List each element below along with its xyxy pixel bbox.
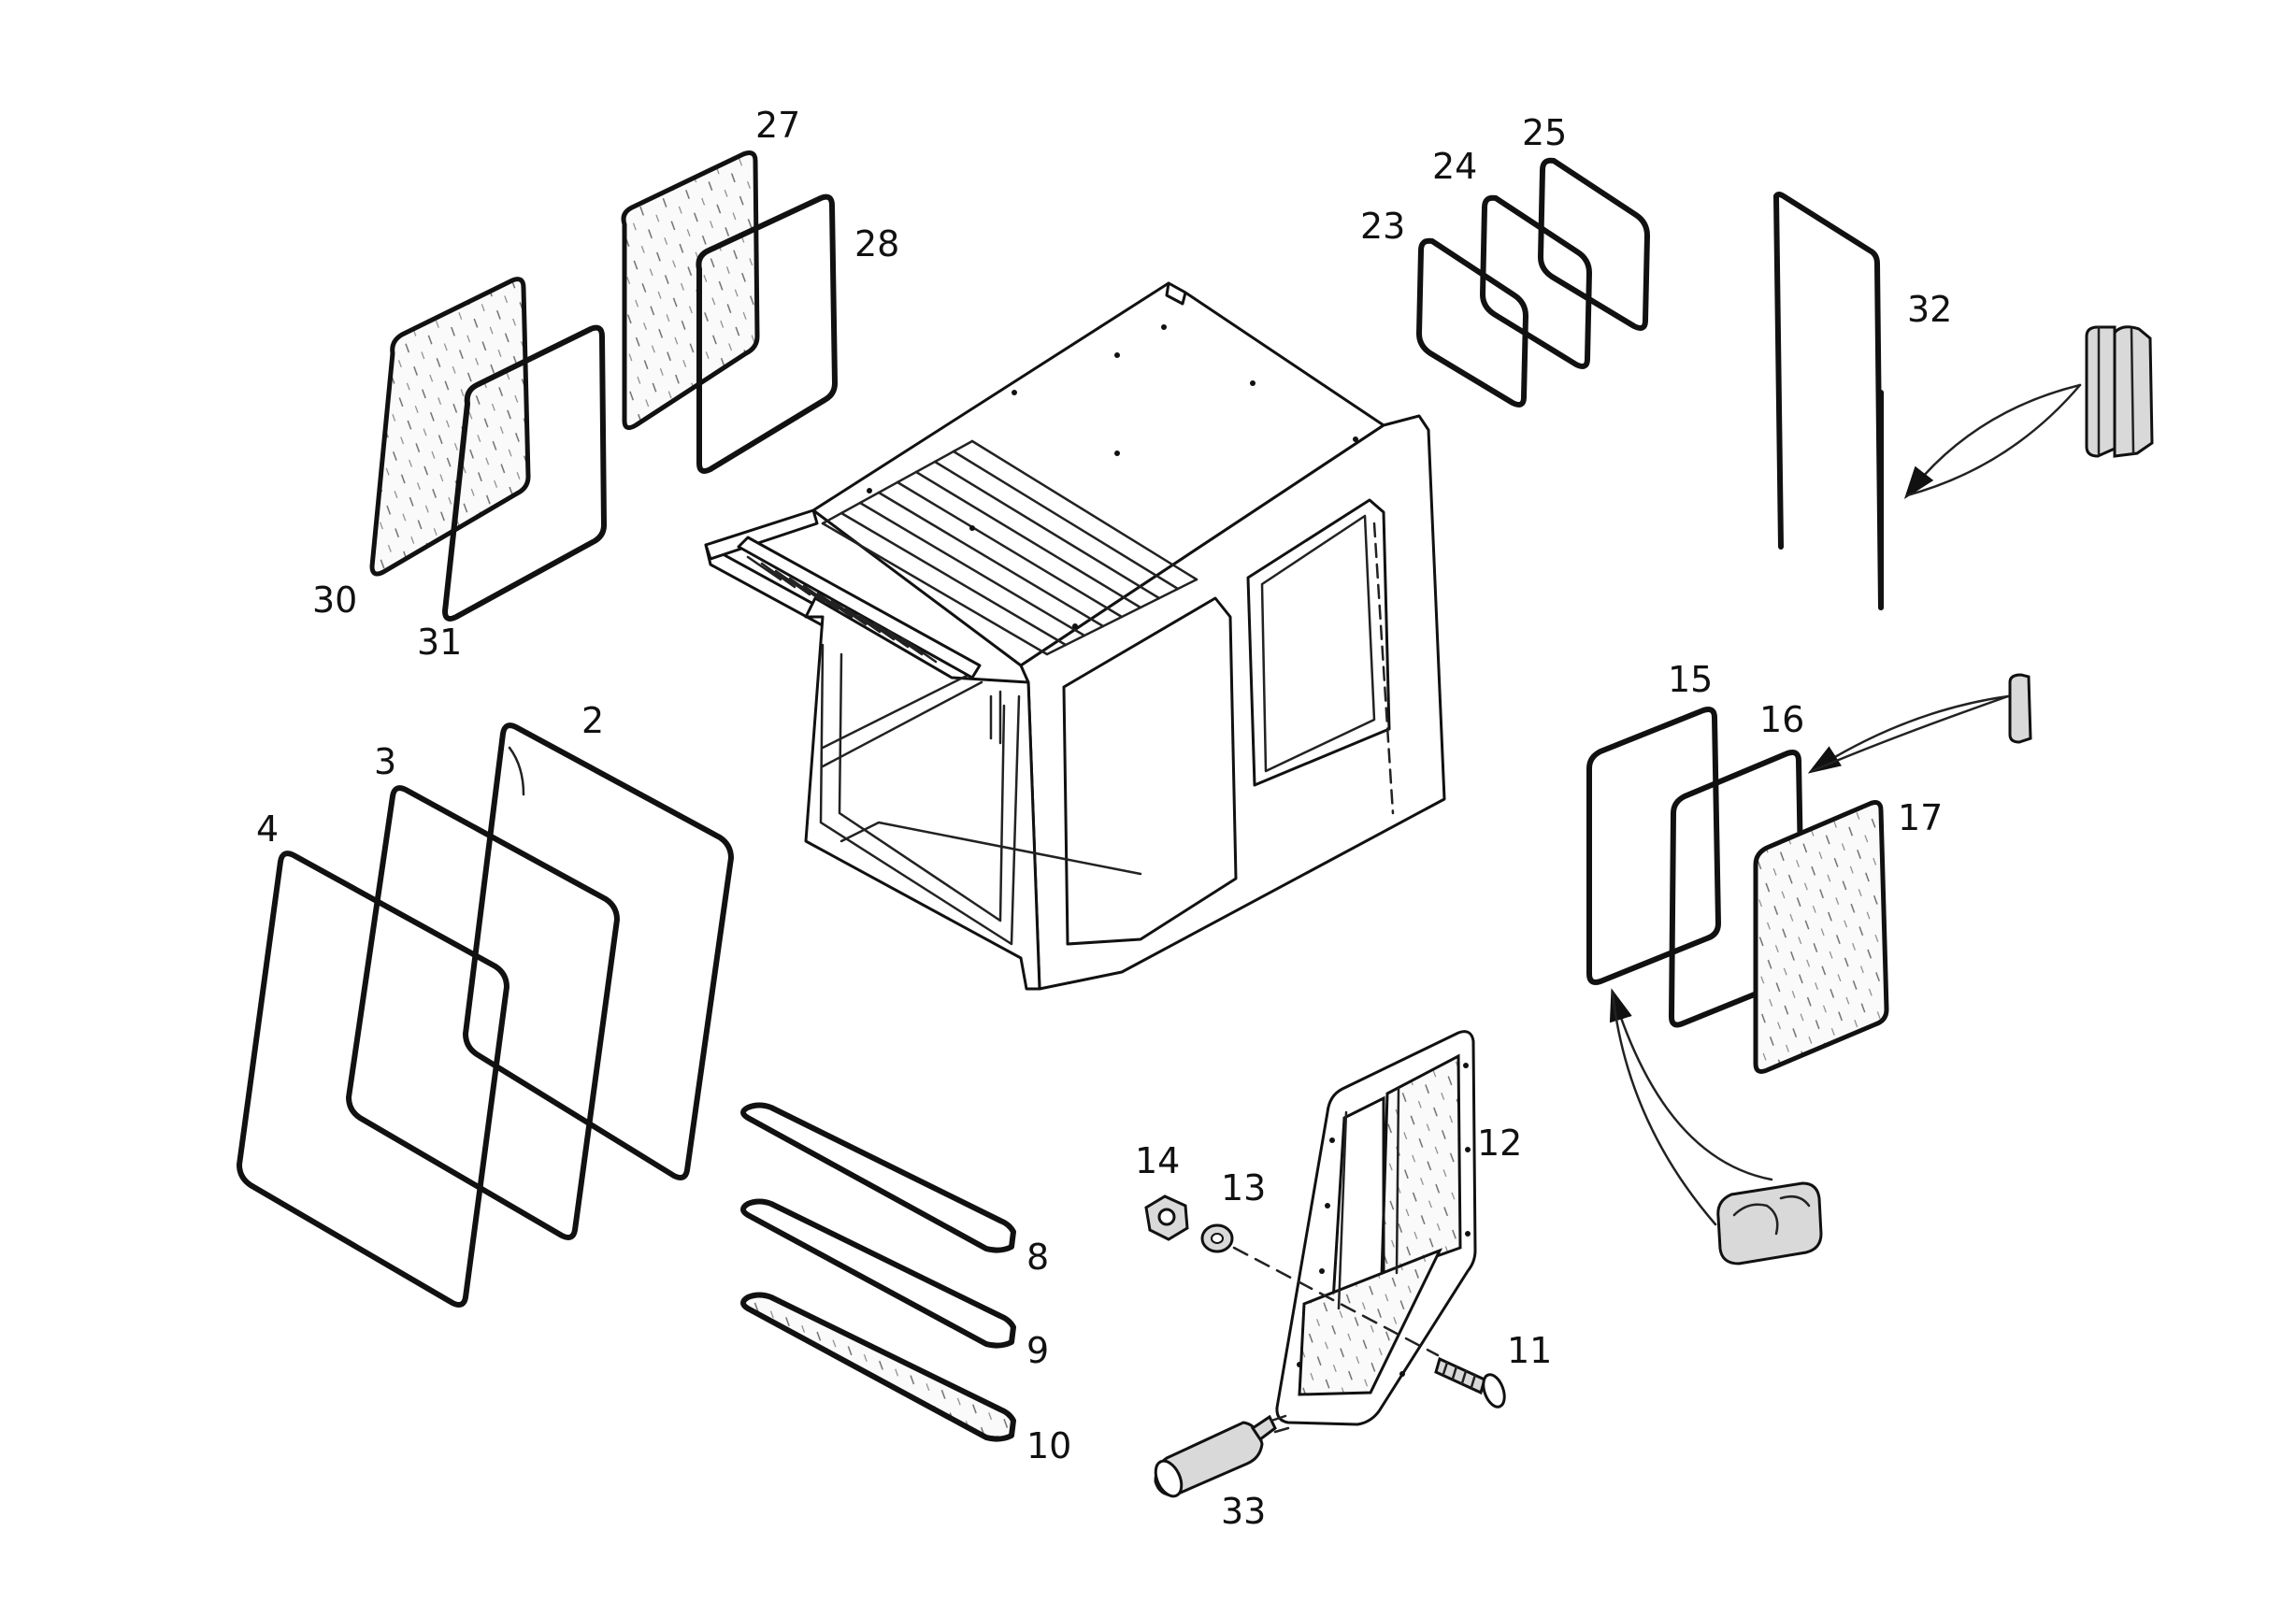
label-27: 27 [755, 105, 800, 146]
label-25: 25 [1522, 112, 1567, 153]
label-13: 13 [1221, 1167, 1266, 1208]
label-23: 23 [1360, 206, 1405, 247]
seal-3 [346, 785, 620, 1240]
strip-10 [740, 1292, 1016, 1442]
assembly-axis-line [1232, 1246, 1440, 1357]
roof-guard [737, 439, 1198, 679]
label-31: 31 [417, 622, 462, 663]
label-16: 16 [1759, 699, 1804, 740]
label-2: 2 [581, 700, 604, 741]
seal-clip-16-detail [1807, 673, 2032, 774]
seal-15 [1586, 707, 1721, 985]
label-17: 17 [1898, 797, 1943, 838]
label-8: 8 [1026, 1237, 1049, 1278]
door-12 [1275, 1030, 1477, 1426]
seal-23 [1416, 237, 1528, 408]
label-3: 3 [374, 741, 396, 782]
bolt-11 [1434, 1356, 1506, 1409]
nut-14 [1144, 1194, 1189, 1241]
label-32: 32 [1907, 289, 1952, 330]
strip-9 [740, 1198, 1016, 1349]
seal-profile-15-detail [1609, 988, 1823, 1266]
washer-13 [1200, 1223, 1234, 1253]
strip-32 [1773, 192, 1884, 610]
profile-detail-32 [1903, 325, 2154, 499]
seal-4 [237, 851, 509, 1308]
label-4: 4 [256, 808, 279, 850]
label-12: 12 [1477, 1123, 1522, 1164]
seal-28 [696, 193, 838, 474]
label-9: 9 [1026, 1330, 1049, 1371]
seal-24 [1480, 194, 1592, 369]
label-33: 33 [1221, 1491, 1266, 1532]
panel-30 [369, 277, 531, 577]
label-30: 30 [312, 579, 357, 621]
screen-2 [463, 722, 734, 1180]
label-15: 15 [1668, 659, 1713, 700]
label-11: 11 [1507, 1330, 1552, 1371]
sealant-tube-33 [1154, 1414, 1290, 1498]
panel-17 [1753, 800, 1889, 1074]
cab-body [704, 281, 1446, 991]
label-28: 28 [854, 223, 899, 265]
label-10: 10 [1026, 1425, 1071, 1466]
seal-31 [442, 324, 607, 622]
label-14: 14 [1135, 1140, 1180, 1181]
panel-27 [621, 150, 760, 431]
strip-8 [740, 1102, 1016, 1253]
seal-25 [1538, 157, 1650, 331]
label-24: 24 [1432, 146, 1477, 187]
part-labels: 27 28 30 31 23 24 25 32 15 16 17 2 3 4 8… [256, 105, 1952, 1532]
